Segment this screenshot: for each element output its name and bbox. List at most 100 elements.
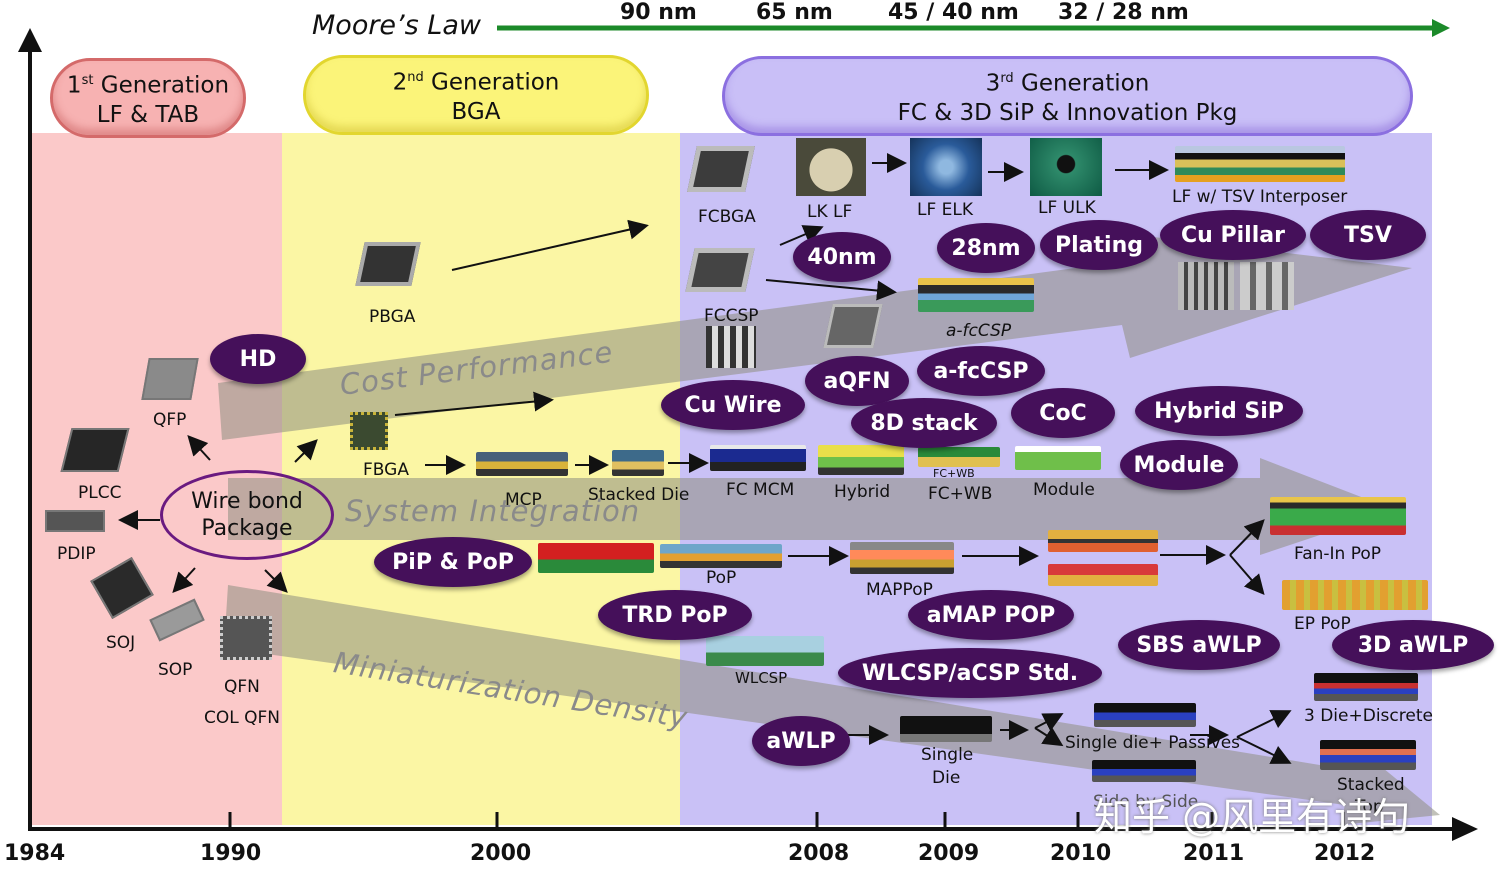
oval-cu-wire: Cu Wire bbox=[661, 380, 805, 430]
fan-in-pop-icon bbox=[1270, 497, 1406, 535]
tsv-cross-section-photo bbox=[1178, 262, 1234, 310]
year-2009: 2009 bbox=[918, 841, 980, 866]
hybrid-label: Hybrid bbox=[834, 482, 891, 502]
wlcsp-package-icon bbox=[706, 636, 824, 666]
oval-aqfn: aQFN bbox=[805, 356, 909, 406]
oval-module: Module bbox=[1120, 440, 1238, 490]
single-die-label-1: Single bbox=[921, 745, 974, 765]
pop-package-icon bbox=[660, 544, 782, 568]
node-90nm: 90 nm bbox=[620, 0, 697, 25]
single-die-label-2: Die bbox=[932, 768, 961, 788]
gen3-pill: 3rd Generation FC & 3D SiP & Innovation … bbox=[722, 56, 1413, 136]
module-label: Module bbox=[1033, 480, 1095, 500]
gen1-subtitle: LF & TAB bbox=[96, 102, 200, 129]
stacked-label-1: Stacked bbox=[1337, 775, 1405, 795]
gen2-num: 2 bbox=[392, 69, 408, 96]
year-1984: 1984 bbox=[4, 841, 66, 866]
pop-label: PoP bbox=[706, 568, 737, 588]
three-die-discrete-icon bbox=[1314, 673, 1418, 701]
ep-pop-label: EP PoP bbox=[1294, 614, 1351, 634]
cost-performance-arrow bbox=[218, 232, 1412, 440]
oval-a-fccsp: a-fcCSP bbox=[917, 346, 1045, 396]
module-package-icon bbox=[1015, 446, 1101, 470]
fc-mcm-package-icon bbox=[710, 445, 806, 471]
col-qfn-label: COL QFN bbox=[204, 708, 281, 728]
year-2012: 2012 bbox=[1314, 841, 1376, 866]
oval-hd: HD bbox=[210, 334, 306, 384]
fc-wb-package-icon bbox=[918, 447, 1000, 467]
pdip-label: PDIP bbox=[57, 544, 96, 564]
fc-mcm-label: FC MCM bbox=[726, 480, 795, 500]
ep-pop-icon bbox=[1282, 580, 1428, 610]
fbga-chip-icon bbox=[350, 412, 388, 450]
stacked-label-2: Top bbox=[1355, 797, 1384, 817]
afccsp-img-label: a-fcCSP bbox=[946, 321, 1012, 341]
gen1-sup: st bbox=[81, 72, 94, 88]
cu-wire-photo bbox=[706, 326, 756, 368]
lk-lf-label: LK LF bbox=[807, 202, 853, 222]
oval-wlcsp-acsp: WLCSP/aCSP Std. bbox=[838, 648, 1102, 698]
three-die-discrete-label: 3 Die+Discrete bbox=[1304, 706, 1433, 726]
oval-cu-pillar: Cu Pillar bbox=[1160, 210, 1306, 260]
aqfn-chip-icon bbox=[823, 304, 883, 348]
single-die-passives-icon bbox=[1094, 703, 1196, 727]
pop-stack-b-icon bbox=[1048, 564, 1158, 586]
side-by-side-label: Side by Side bbox=[1093, 792, 1199, 812]
oval-tsv: TSV bbox=[1310, 210, 1426, 260]
oval-plating: Plating bbox=[1040, 220, 1158, 270]
lf-elk-label: LF ELK bbox=[917, 200, 974, 220]
gen3-subtitle: FC & 3D SiP & Innovation Pkg bbox=[897, 100, 1238, 127]
lf-ulk-die-photo bbox=[1030, 138, 1102, 196]
pdip-chip-icon bbox=[45, 510, 105, 532]
oval-3d-awlp: 3D aWLP bbox=[1332, 620, 1494, 670]
moores-law-title: Moore’s Law bbox=[312, 10, 481, 41]
node-65nm: 65 nm bbox=[756, 0, 833, 25]
mcp-package-icon bbox=[476, 452, 568, 476]
single-die-passives-label: Single die+ Passives bbox=[1065, 733, 1241, 753]
pip-package-icon bbox=[538, 543, 654, 573]
fan-in-pop-label: Fan-In PoP bbox=[1294, 544, 1382, 564]
oval-40nm: 40nm bbox=[793, 232, 891, 282]
mappop-package-icon bbox=[850, 542, 954, 574]
gen1-title: Generation bbox=[93, 72, 230, 99]
fccsp-label: FCCSP bbox=[704, 306, 759, 326]
afccsp-package-icon bbox=[918, 278, 1034, 312]
wire-bond-line1: Wire bond bbox=[191, 489, 303, 514]
lf-elk-die-photo bbox=[910, 138, 982, 196]
stacked-die-label: Stacked Die bbox=[588, 485, 690, 505]
gen3-sup: rd bbox=[1000, 70, 1014, 86]
fc-wb-small-label: FC+WB bbox=[933, 467, 975, 480]
lk-lf-die-photo bbox=[796, 138, 866, 196]
gen3-num: 3 bbox=[985, 70, 1001, 97]
fc-wb-label: FC+WB bbox=[928, 484, 993, 504]
oval-amap-pop: aMAP POP bbox=[908, 590, 1074, 640]
year-2000: 2000 bbox=[470, 841, 532, 866]
mappop-label: MAPPoP bbox=[866, 580, 933, 600]
oval-awlp: aWLP bbox=[752, 716, 850, 766]
year-2010: 2010 bbox=[1050, 841, 1112, 866]
fbga-label: FBGA bbox=[363, 460, 409, 480]
lf-ulk-label: LF ULK bbox=[1038, 198, 1096, 218]
mcp-label: MCP bbox=[505, 490, 542, 510]
sop-label: SOP bbox=[158, 660, 193, 680]
fccsp-chip-icon bbox=[685, 248, 755, 292]
wire-bond-package: Wire bond Package bbox=[160, 470, 334, 560]
oval-hybrid-sip: Hybrid SiP bbox=[1135, 386, 1303, 436]
gen1-num: 1 bbox=[66, 72, 82, 99]
qfp-chip-icon bbox=[141, 358, 199, 400]
hybrid-package-icon bbox=[818, 445, 904, 475]
plcc-chip-icon bbox=[60, 428, 130, 472]
pbga-chip-icon bbox=[355, 242, 421, 286]
stacked-die-package-icon bbox=[612, 450, 664, 476]
node-32-28nm: 32 / 28 nm bbox=[1058, 0, 1189, 25]
wlcsp-label: WLCSP bbox=[735, 669, 788, 687]
system-integration-text: System Integration bbox=[345, 494, 641, 528]
stacked-top-icon bbox=[1320, 740, 1416, 770]
soj-label: SOJ bbox=[106, 633, 136, 653]
gen3-title: Generation bbox=[1013, 70, 1150, 97]
qfn-label: QFN bbox=[224, 677, 260, 697]
cu-pillar-photo bbox=[1240, 262, 1294, 310]
single-die-icon bbox=[900, 716, 992, 742]
plcc-label: PLCC bbox=[78, 483, 122, 503]
gen2-title: Generation bbox=[423, 69, 560, 96]
